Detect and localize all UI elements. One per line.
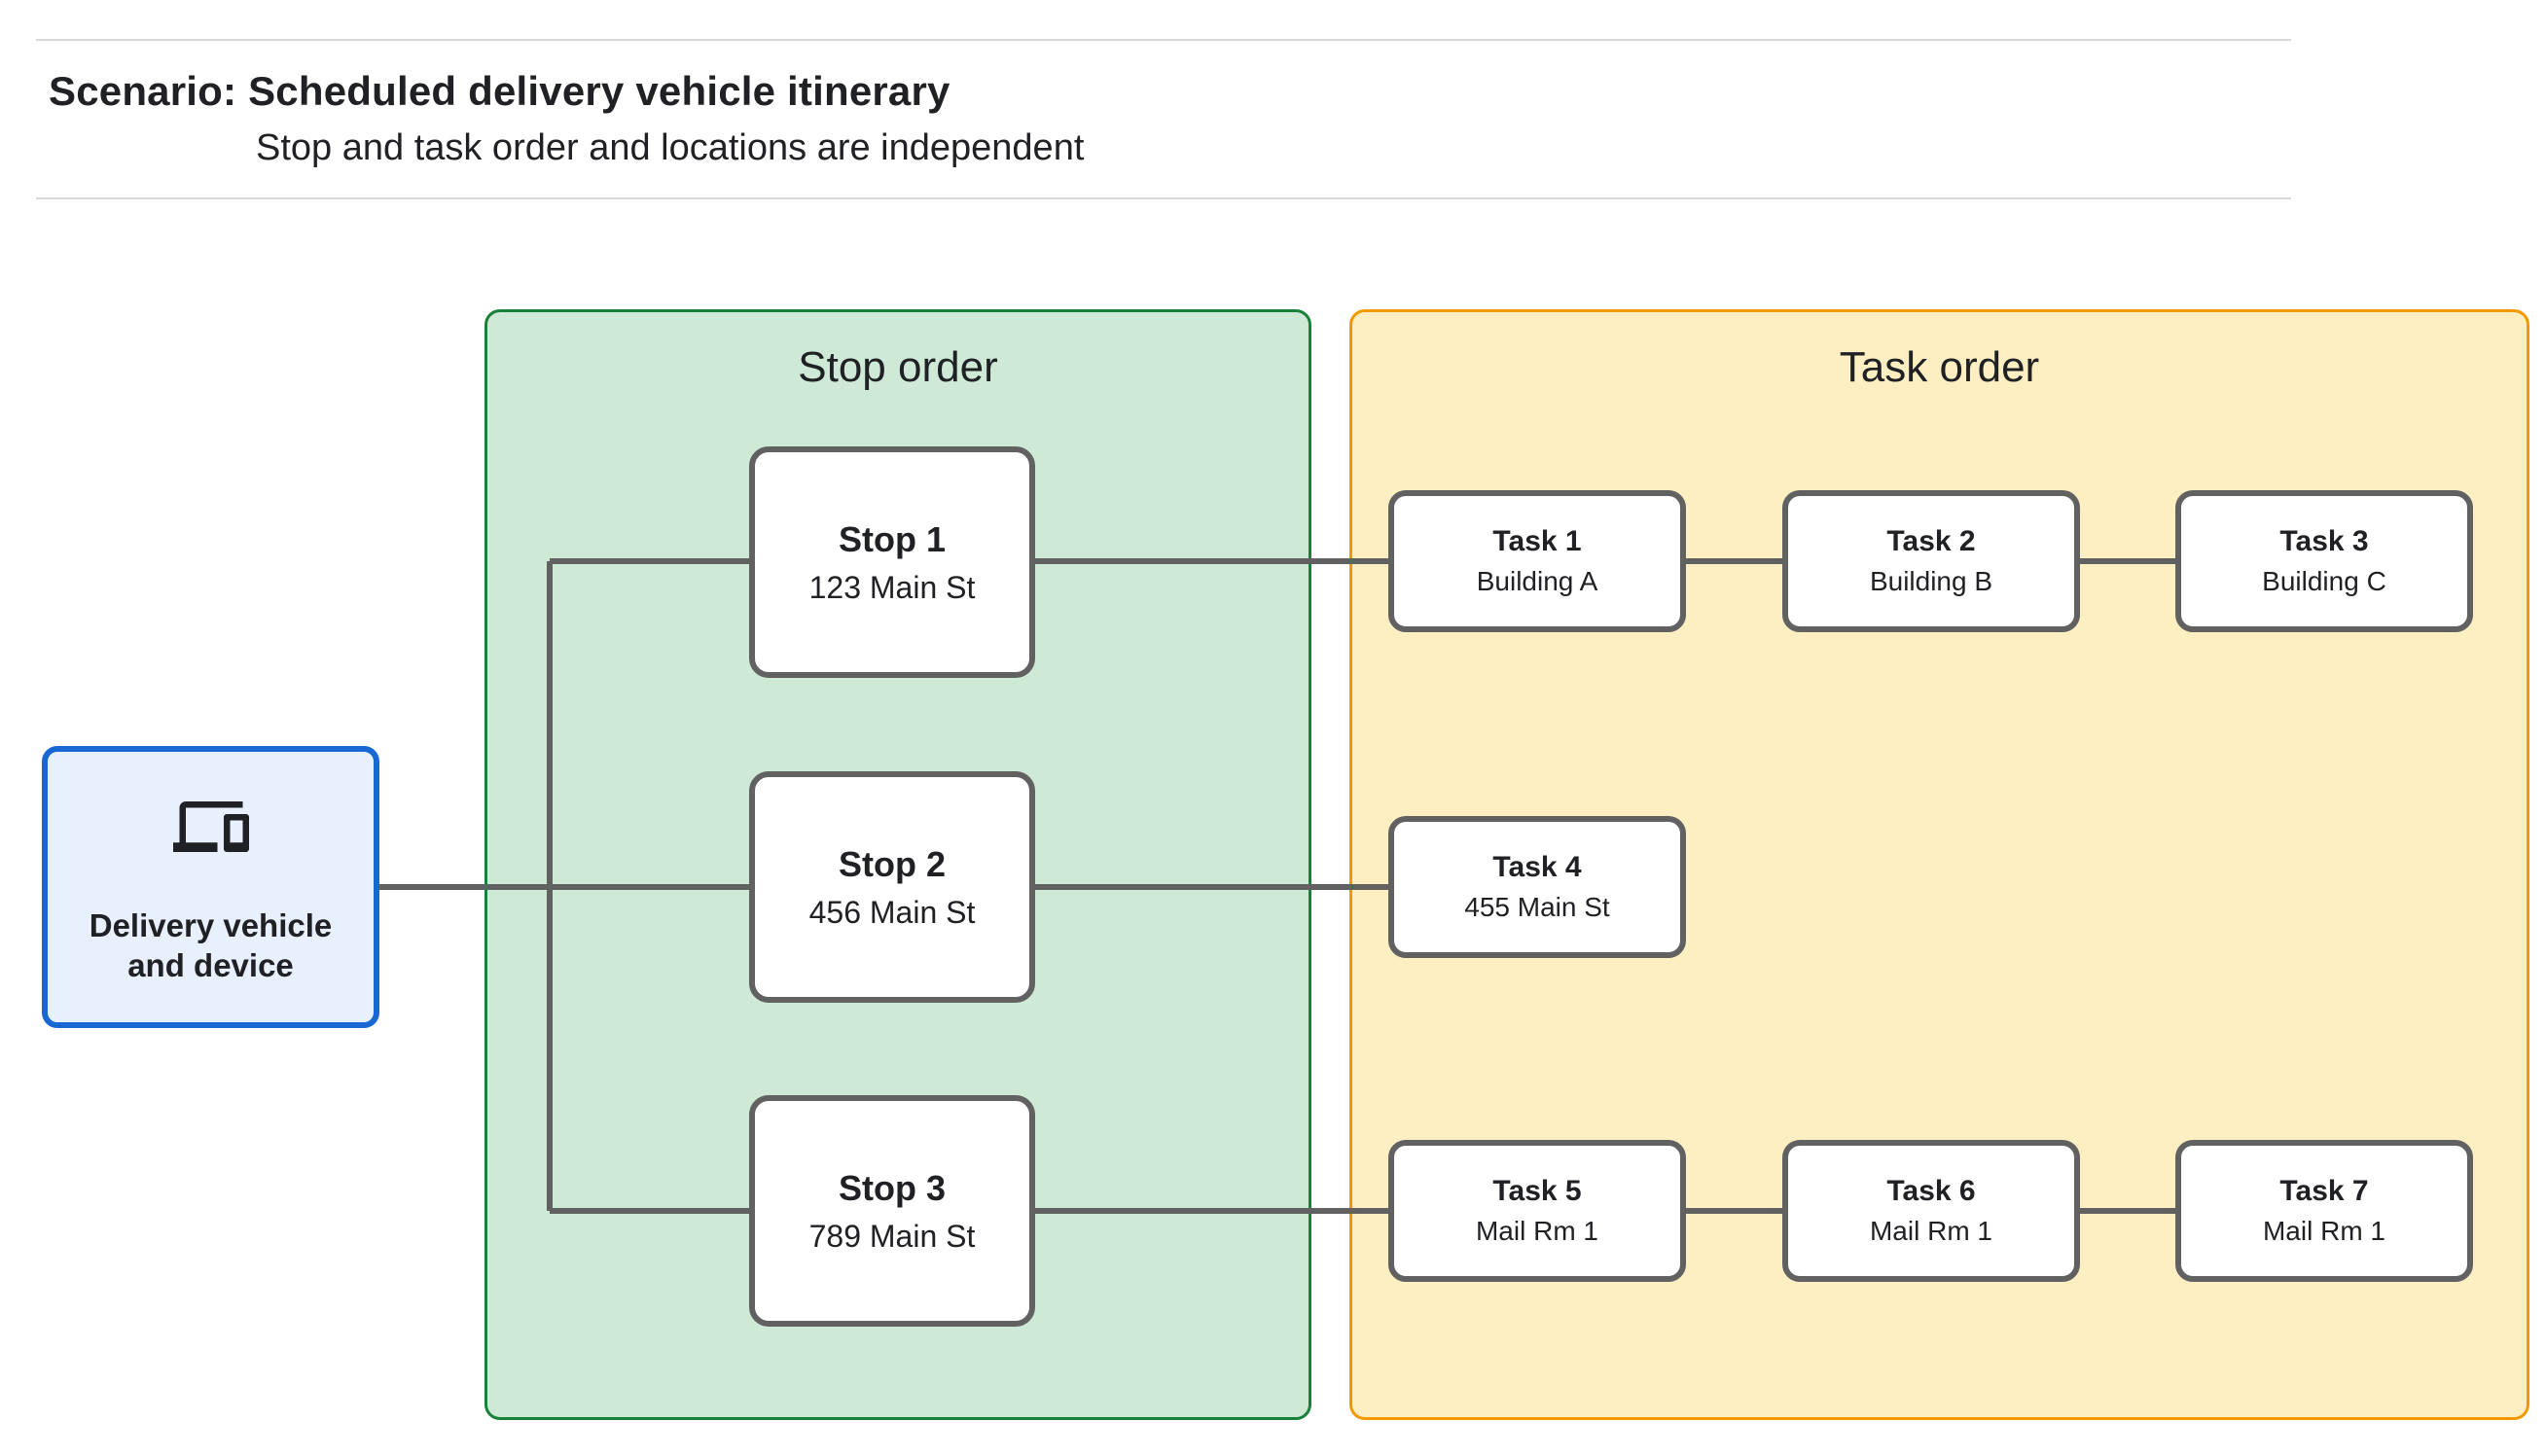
devices-icon-glyph <box>172 800 249 852</box>
task-4-node: Task 4 455 Main St <box>1388 816 1686 958</box>
task-3-node: Task 3 Building C <box>2175 490 2473 632</box>
stop-1-node: Stop 1 123 Main St <box>749 446 1035 678</box>
task-6-location: Mail Rm 1 <box>1869 1216 1992 1246</box>
page-subtitle: Stop and task order and locations are in… <box>256 127 1085 168</box>
task-1-location: Building A <box>1476 566 1598 596</box>
stop-2-name: Stop 2 <box>838 843 946 884</box>
task-7-location: Mail Rm 1 <box>2262 1216 2385 1246</box>
task-5-name: Task 5 <box>1492 1175 1582 1207</box>
task-5-node: Task 5 Mail Rm 1 <box>1388 1140 1686 1282</box>
task-5-location: Mail Rm 1 <box>1475 1216 1598 1246</box>
task-1-name: Task 1 <box>1492 525 1582 557</box>
task-order-panel-title: Task order <box>1839 343 2040 391</box>
task-3-location: Building C <box>2262 566 2386 596</box>
delivery-vehicle-label: Delivery vehicle and device <box>89 906 333 983</box>
header-divider-bottom <box>36 197 2291 199</box>
task-3-name: Task 3 <box>2279 525 2369 557</box>
task-2-node: Task 2 Building B <box>1782 490 2080 632</box>
task-2-location: Building B <box>1869 566 1993 596</box>
header-divider-top <box>36 39 2291 41</box>
stop-3-name: Stop 3 <box>838 1167 946 1208</box>
stop-3-node: Stop 3 789 Main St <box>749 1095 1035 1327</box>
task-4-name: Task 4 <box>1492 851 1582 883</box>
task-7-name: Task 7 <box>2279 1175 2369 1207</box>
stop-1-location: 123 Main St <box>808 569 976 605</box>
stop-2-node: Stop 2 456 Main St <box>749 771 1035 1003</box>
task-7-node: Task 7 Mail Rm 1 <box>2175 1140 2473 1282</box>
task-6-name: Task 6 <box>1886 1175 1976 1207</box>
stop-2-location: 456 Main St <box>808 894 976 930</box>
task-2-name: Task 2 <box>1886 525 1976 557</box>
stop-3-location: 789 Main St <box>808 1218 976 1254</box>
devices-icon-path <box>172 800 249 852</box>
task-1-node: Task 1 Building A <box>1388 490 1686 632</box>
task-6-node: Task 6 Mail Rm 1 <box>1782 1140 2080 1282</box>
stop-1-name: Stop 1 <box>838 518 946 559</box>
devices-icon <box>166 789 256 865</box>
stop-order-panel-title: Stop order <box>798 343 998 391</box>
task-4-location: 455 Main St <box>1464 892 1610 922</box>
delivery-vehicle-node: Delivery vehicle and device <box>42 746 379 1028</box>
page-title: Scenario: Scheduled delivery vehicle iti… <box>49 68 950 114</box>
